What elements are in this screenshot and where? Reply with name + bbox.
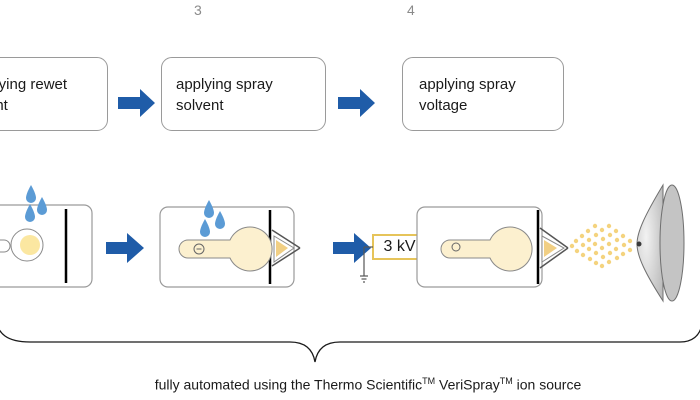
droplet-icon bbox=[200, 200, 225, 237]
caption: fully automated using the Thermo Scienti… bbox=[0, 376, 700, 393]
cartridge-spray-voltage bbox=[416, 206, 569, 288]
cartridge-spray-solvent bbox=[159, 206, 301, 288]
trademark-1: TM bbox=[422, 376, 436, 386]
step-solvent-line1: applying spray bbox=[176, 76, 273, 93]
droplet-icon bbox=[25, 185, 47, 222]
caption-text-2: VeriSpray bbox=[435, 376, 500, 393]
grouping-bracket bbox=[0, 328, 700, 363]
step-box-spray-solvent: applying spray solvent bbox=[161, 57, 326, 131]
step-number-4: 4 bbox=[407, 2, 415, 18]
bottom-arrow-1 bbox=[106, 233, 144, 263]
trademark-2: TM bbox=[499, 376, 513, 386]
step-rewet-line2: ent bbox=[0, 97, 8, 114]
cartridge-rewet bbox=[0, 204, 93, 288]
step-box-spray-voltage: applying spray voltage bbox=[402, 57, 564, 131]
step-number-3: 3 bbox=[194, 2, 202, 18]
step-rewet-line1: plying rewet bbox=[0, 76, 68, 93]
step-voltage-line2: voltage bbox=[419, 97, 468, 114]
top-arrow-2 bbox=[338, 89, 375, 117]
top-arrow-1 bbox=[118, 89, 155, 117]
voltage-label: 3 kV bbox=[383, 238, 416, 255]
step-voltage-line1: applying spray bbox=[419, 76, 516, 93]
caption-text-3: ion source bbox=[512, 376, 582, 393]
mass-spectrometer-inlet bbox=[636, 183, 685, 303]
caption-text-1: fully automated using the Thermo Scienti… bbox=[154, 376, 423, 393]
bottom-arrow-2 bbox=[333, 233, 371, 263]
step-box-rewet: plying rewet ent bbox=[0, 57, 108, 131]
spray-plume bbox=[569, 223, 633, 269]
step-solvent-line2: solvent bbox=[176, 97, 224, 114]
